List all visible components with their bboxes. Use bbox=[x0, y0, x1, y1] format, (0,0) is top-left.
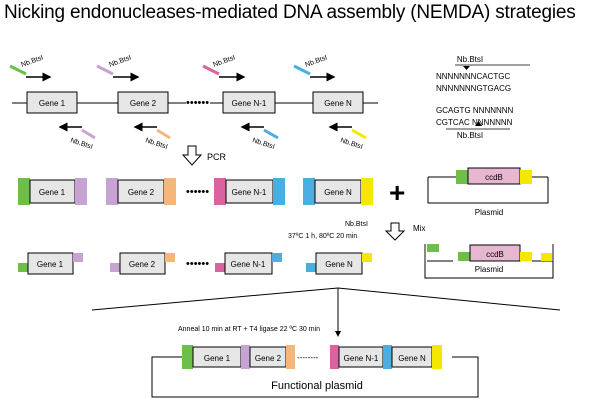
template-gene-1-label: Gene 1 bbox=[39, 99, 66, 108]
plus-sign: + bbox=[389, 177, 405, 208]
forward-primer-1: Nb.BtsI bbox=[9, 54, 52, 82]
forward-primer-n: Nb.BtsI bbox=[293, 54, 336, 82]
vector-plasmid-label: Plasmid bbox=[475, 208, 503, 217]
forward-primer-n-site: Nb.BtsI bbox=[304, 54, 328, 68]
nicked-gene-2-label: Gene 2 bbox=[129, 260, 156, 269]
functional-plasmid-label: Functional plasmid bbox=[271, 380, 363, 392]
forward-primer-n1: Nb.BtsI bbox=[202, 54, 246, 82]
reverse-primer-2-site: Nb.BtsI bbox=[144, 137, 168, 151]
forward-primer-2: Nb.BtsI bbox=[96, 54, 140, 82]
pcr-step: PCR bbox=[181, 145, 227, 166]
nicked-gene-n-label: Gene N bbox=[325, 260, 353, 269]
pcr-gene-n1-label: Gene N-1 bbox=[232, 188, 267, 197]
digest-arrow-icon bbox=[384, 222, 406, 241]
forward-primer-2-site: Nb.BtsI bbox=[108, 54, 132, 68]
template-gene-n-label: Gene N bbox=[324, 99, 352, 108]
row1-dots: •••••• bbox=[186, 97, 209, 109]
final-gene-n-label: Gene N bbox=[398, 354, 426, 363]
digest-enzyme: Nb.BtsI bbox=[345, 221, 368, 228]
reverse-primer-n1-site: Nb.BtsI bbox=[251, 137, 275, 151]
recognition-top-enzyme: Nb.BtsI bbox=[457, 55, 483, 64]
mix-label: Mix bbox=[413, 224, 425, 233]
nick-triangle-bottom bbox=[475, 121, 482, 126]
recognition-site: Nb.BtsI NNNNNNNCACTGC NNNNNNNGTGACG GCAG… bbox=[436, 55, 530, 140]
final-gene-2-label: Gene 2 bbox=[255, 354, 282, 363]
template-gene-2-box bbox=[117, 91, 169, 114]
anneal-conditions: Anneal 10 min at RT + T4 ligase 22 ºC 30… bbox=[178, 326, 320, 333]
nicked-fragments-row: Gene 1 Gene 2 •••••• Gene N-1 Gene N bbox=[18, 252, 372, 275]
pcr-gene-n-label: Gene N bbox=[324, 188, 352, 197]
recognition-bottom-enzyme: Nb.BtsI bbox=[457, 131, 483, 140]
pcr-label: PCR bbox=[207, 152, 227, 162]
reverse-primer-1: Nb.BtsI bbox=[58, 122, 96, 151]
nicked-vector-plasmid: ccdB Plasmid bbox=[424, 244, 554, 279]
row3-dots: •••••• bbox=[186, 258, 209, 270]
forward-primer-n1-site: Nb.BtsI bbox=[212, 54, 236, 68]
reverse-primer-n-site: Nb.BtsI bbox=[339, 137, 363, 151]
digest-conditions: 37ºC 1 h, 80ºC 20 min bbox=[288, 233, 357, 240]
nicked-ccdb-label: ccdB bbox=[486, 250, 504, 259]
template-gene-1-box bbox=[26, 91, 78, 114]
recognition-line-2: NNNNNNNGTGACG bbox=[436, 84, 511, 93]
final-gene-n1-label: Gene N-1 bbox=[344, 354, 379, 363]
reverse-primer-n: Nb.BtsI bbox=[328, 122, 367, 151]
pcr-gene-1-label: Gene 1 bbox=[39, 188, 66, 197]
pcr-gene-2-label: Gene 2 bbox=[128, 188, 155, 197]
functional-plasmid: Gene 1 Gene 2 -------- Gene N-1 Gene N F… bbox=[151, 345, 479, 398]
template-row: •••••• Gene 1 Gene 2 Gene N-1 Gene N Nb.… bbox=[9, 54, 378, 151]
template-gene-n-box bbox=[312, 91, 364, 114]
nicked-plasmid-label: Plasmid bbox=[475, 265, 503, 274]
vector-plasmid: ccdB Plasmid bbox=[427, 167, 549, 217]
template-gene-n1-box bbox=[222, 91, 276, 114]
recognition-line-4: CGTCAC NNNNNNN bbox=[436, 118, 513, 127]
nicked-gene-n1-label: Gene N-1 bbox=[231, 260, 266, 269]
reverse-primer-n1: Nb.BtsI bbox=[240, 122, 279, 151]
digest-step: Nb.BtsI 37ºC 1 h, 80ºC 20 min Mix bbox=[288, 221, 425, 241]
nick-triangle-top bbox=[463, 66, 470, 70]
diagram-title: Nicking endonucleases-mediated DNA assem… bbox=[4, 2, 576, 23]
reverse-primer-2: Nb.BtsI bbox=[133, 122, 171, 151]
vector-ccdb-label: ccdB bbox=[485, 173, 503, 182]
reverse-primer-1-site: Nb.BtsI bbox=[69, 137, 93, 151]
pcr-arrow-icon bbox=[181, 145, 203, 166]
forward-primer-1-site: Nb.BtsI bbox=[20, 54, 44, 68]
recognition-line-3: GCAGTG NNNNNNN bbox=[436, 106, 514, 115]
pcr-products-row: Gene 1 Gene 2 •••••• Gene N-1 Gene N bbox=[18, 178, 373, 205]
row2-dots: •••••• bbox=[186, 186, 209, 198]
convergence-lines: Anneal 10 min at RT + T4 ligase 22 ºC 30… bbox=[91, 287, 561, 337]
final-dashes: -------- bbox=[297, 353, 319, 362]
nicked-gene-1-label: Gene 1 bbox=[37, 260, 64, 269]
final-gene-1-label: Gene 1 bbox=[204, 354, 231, 363]
template-gene-n1-label: Gene N-1 bbox=[232, 99, 267, 108]
template-gene-2-label: Gene 2 bbox=[130, 99, 157, 108]
recognition-line-1: NNNNNNNCACTGC bbox=[436, 72, 510, 81]
